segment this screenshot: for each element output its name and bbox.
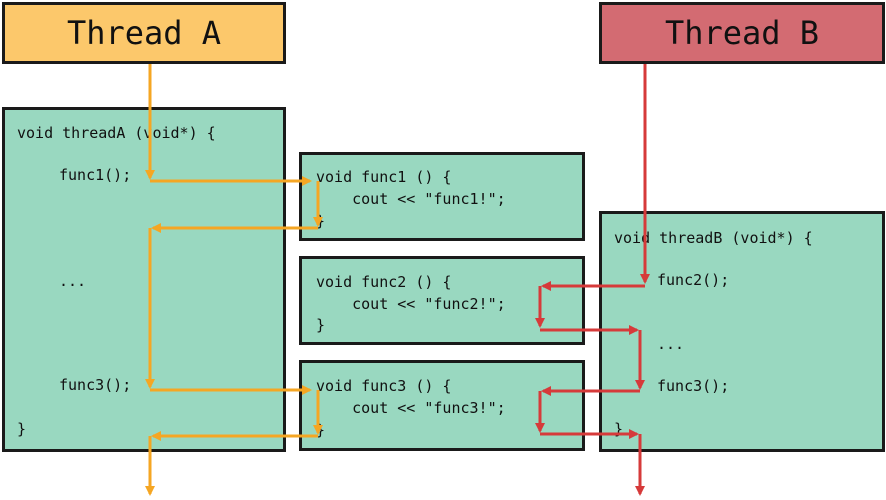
func2-line-1: void func2 () {	[316, 273, 452, 291]
thread-b-call-func3: func3();	[657, 377, 730, 395]
func2-line-2: cout << "func2!";	[316, 295, 506, 313]
thread-a-ellipsis: ...	[59, 272, 87, 290]
thread-a-title: Thread A	[66, 14, 222, 52]
thread-a-code-box	[2, 107, 286, 452]
thread-a-flow	[145, 64, 323, 496]
thread-b-signature: void threadB (void*) {	[614, 229, 813, 247]
thread-b-flow	[535, 64, 650, 496]
func1-line-2: cout << "func1!";	[316, 190, 506, 208]
func2-code-box	[299, 256, 585, 345]
thread-a-call-func3: func3();	[59, 376, 132, 394]
thread-b-header: Thread B	[599, 2, 885, 64]
thread-b-code-box	[599, 211, 885, 452]
thread-b-call-func2: func2();	[657, 271, 730, 289]
func3-line-2: cout << "func3!";	[316, 399, 506, 417]
thread-a-close-brace: }	[17, 420, 27, 438]
func1-line-1: void func1 () {	[316, 168, 452, 186]
func3-line-1: void func3 () {	[316, 377, 452, 395]
thread-b-ellipsis: ...	[657, 335, 685, 353]
thread-b-close-brace: }	[614, 420, 624, 438]
thread-b-title: Thread B	[664, 14, 820, 52]
thread-a-header: Thread A	[2, 2, 286, 64]
func2-line-3: }	[316, 316, 326, 334]
thread-a-call-func1: func1();	[59, 166, 132, 184]
func3-code-box	[299, 360, 585, 451]
func1-code-box	[299, 152, 585, 241]
